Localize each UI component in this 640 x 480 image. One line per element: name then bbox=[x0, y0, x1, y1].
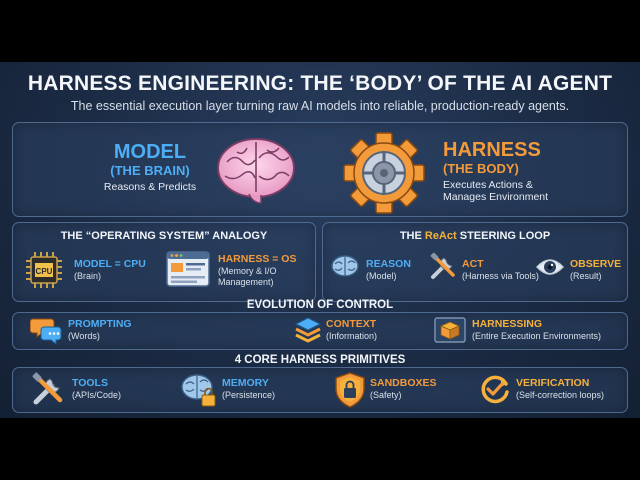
chat-bubbles-icon bbox=[30, 318, 62, 345]
primitives-panel bbox=[12, 367, 628, 413]
harness-os-sub-line-2: Management) bbox=[218, 277, 274, 287]
eye-icon bbox=[536, 259, 564, 275]
cpu-chip-text: CPU bbox=[36, 267, 53, 276]
primitive-tools-sub: (APIs/Code) bbox=[72, 390, 122, 400]
hero-panel bbox=[12, 122, 628, 217]
react-loop-title: THE ReAct STEERING LOOP bbox=[322, 230, 628, 242]
evolution-context-sub: (Information) bbox=[326, 331, 378, 341]
cube-icon bbox=[434, 317, 466, 343]
act-label: ACT bbox=[462, 258, 484, 270]
model-description: Reasons & Predicts bbox=[103, 181, 197, 193]
evolution-prompting-label: PROMPTING bbox=[68, 318, 132, 330]
primitive-memory-sub: (Persistence) bbox=[222, 390, 276, 400]
gear-shield-icon bbox=[343, 132, 425, 214]
react-loop-panel bbox=[322, 222, 628, 302]
evolution-panel bbox=[12, 312, 628, 350]
shield-lock-icon bbox=[335, 372, 365, 408]
reason-sub: (Model) bbox=[366, 271, 397, 281]
primitive-memory-label: MEMORY bbox=[222, 377, 269, 389]
model-cpu-label: MODEL = CPU bbox=[74, 258, 146, 270]
analogy-panel bbox=[12, 222, 316, 302]
analogy-title: THE “OPERATING SYSTEM” ANALOGY bbox=[60, 230, 268, 242]
reason-label: REASON bbox=[366, 258, 411, 270]
tools-icon bbox=[430, 252, 455, 279]
act-sub: (Harness via Tools) bbox=[462, 271, 539, 281]
react-loop-title-suffix: STEERING LOOP bbox=[456, 230, 551, 242]
harness-os-sub-line-1: (Memory & I/O bbox=[218, 266, 277, 276]
harness-os-label: HARNESS = OS bbox=[218, 253, 297, 265]
primitive-tools-label: TOOLS bbox=[72, 377, 108, 389]
stack-layers-icon bbox=[294, 317, 322, 343]
evolution-harnessing-label: HARNESSING bbox=[472, 318, 543, 330]
os-window-icon bbox=[166, 251, 210, 287]
harness-description-line-2: Manages Environment bbox=[443, 191, 549, 203]
harness-subtitle: (THE BODY) bbox=[443, 161, 519, 176]
model-block: MODEL (THE BRAIN) Reasons & Predicts bbox=[90, 141, 210, 194]
evolution-title: EVOLUTION OF CONTROL bbox=[246, 299, 394, 311]
infographic-canvas: HARNESS ENGINEERING: THE ‘BODY’ OF THE A… bbox=[0, 62, 640, 418]
primitive-verification-label: VERIFICATION bbox=[516, 377, 590, 389]
brain-icon bbox=[217, 138, 295, 204]
primitives-title: 4 CORE HARNESS PRIMITIVES bbox=[234, 354, 406, 366]
evolution-context-label: CONTEXT bbox=[326, 318, 377, 330]
wrench-screwdriver-icon bbox=[32, 372, 63, 405]
page-subtitle: The essential execution layer turning ra… bbox=[70, 99, 570, 113]
react-loop-title-highlight: ReAct bbox=[424, 230, 457, 242]
harness-description-line-1: Executes Actions & bbox=[443, 179, 533, 191]
harness-block: HARNESS (THE BODY) Executes Actions & Ma… bbox=[443, 139, 603, 204]
react-loop-title-prefix: THE bbox=[399, 230, 425, 242]
primitive-verification-sub: (Self-correction loops) bbox=[516, 390, 605, 400]
evolution-prompting-sub: (Words) bbox=[68, 331, 100, 341]
observe-sub: (Result) bbox=[570, 271, 602, 281]
model-subtitle: (THE BRAIN) bbox=[110, 163, 190, 178]
evolution-harnessing-sub: (Entire Execution Environments) bbox=[472, 331, 602, 341]
primitive-sandboxes-label: SANDBOXES bbox=[370, 377, 437, 389]
reason-brain-icon bbox=[331, 255, 359, 277]
refresh-check-icon bbox=[481, 375, 509, 404]
harness-title: HARNESS bbox=[443, 139, 541, 161]
model-cpu-sub: (Brain) bbox=[74, 271, 102, 281]
cpu-chip-icon: CPU bbox=[26, 252, 62, 288]
primitive-sandboxes-sub: (Safety) bbox=[370, 390, 402, 400]
observe-label: OBSERVE bbox=[570, 258, 622, 270]
page-title: HARNESS ENGINEERING: THE ‘BODY’ OF THE A… bbox=[27, 72, 613, 95]
brain-lock-icon bbox=[181, 374, 216, 407]
model-title: MODEL bbox=[113, 141, 187, 163]
